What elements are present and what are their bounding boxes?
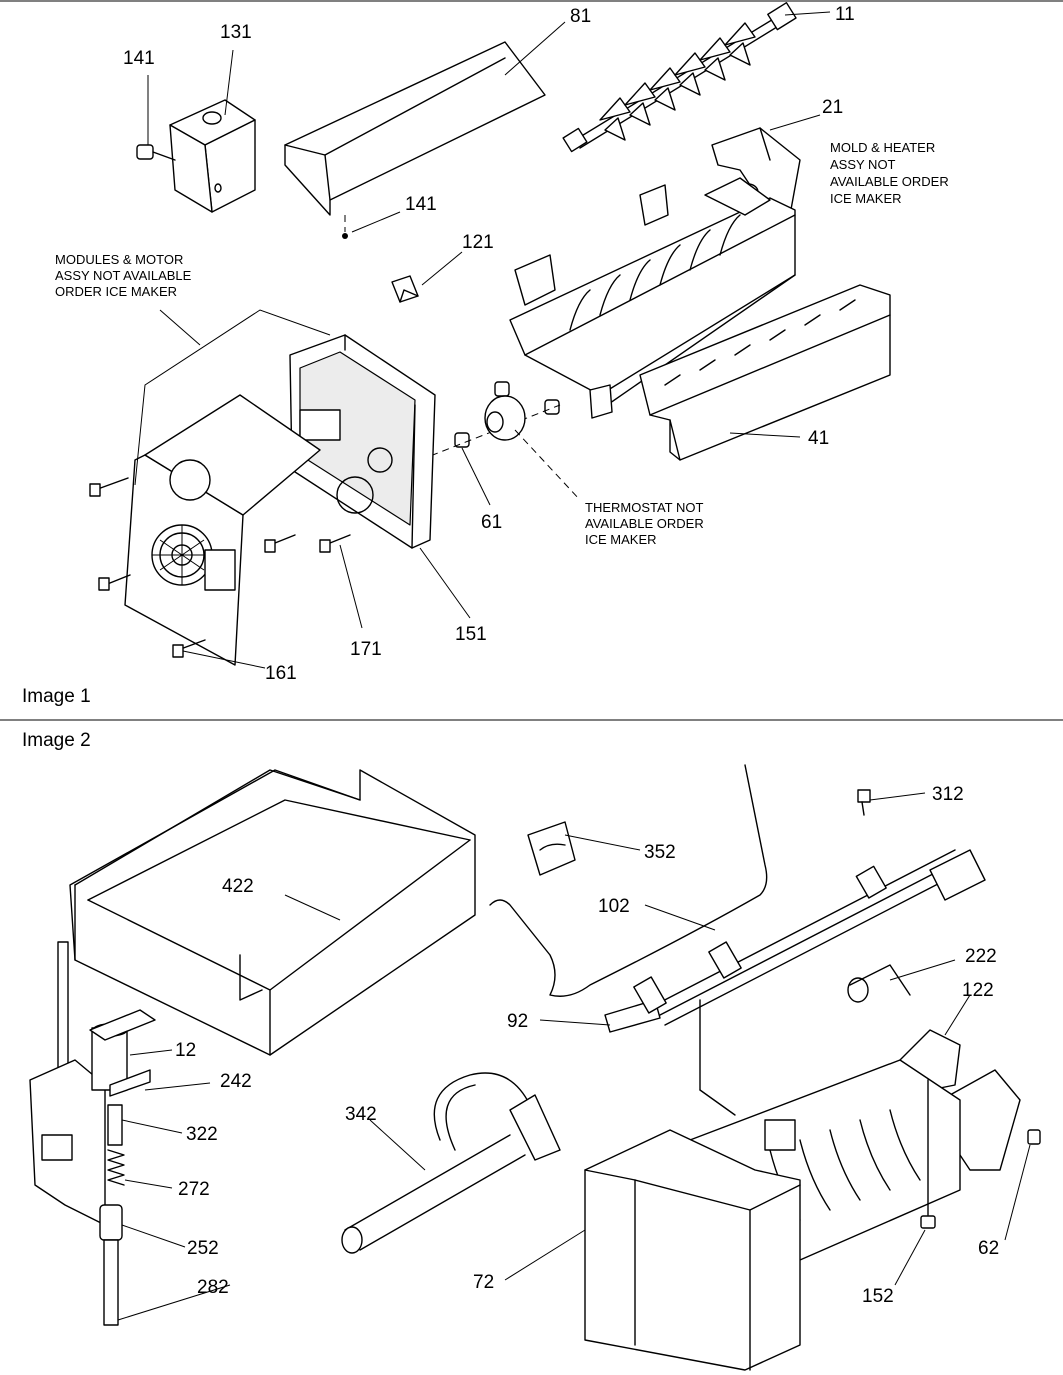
part-61-pin xyxy=(419,381,561,461)
modules-and-motor-assembly xyxy=(124,394,321,666)
callout-61: 61 xyxy=(481,512,502,533)
callout-122: 122 xyxy=(962,980,994,1001)
callout-81: 81 xyxy=(570,6,591,27)
caption-image-1: Image 1 xyxy=(22,686,91,707)
part-312-screw xyxy=(857,789,871,816)
callout-242: 242 xyxy=(220,1071,252,1092)
part-102-shut-off-arm xyxy=(489,764,768,997)
thermostat xyxy=(484,395,526,441)
callout-92: 92 xyxy=(507,1011,528,1032)
note-modules-line-1: MODULES & MOTOR xyxy=(55,252,183,267)
part-72-front-cover xyxy=(584,1129,801,1371)
part-11-ejector-shaft xyxy=(562,2,797,153)
part-81-shield-cover xyxy=(284,41,546,216)
part-322-plunger xyxy=(107,1104,123,1146)
callout-272: 272 xyxy=(178,1179,210,1200)
callout-121: 121 xyxy=(462,232,494,253)
part-272-spring xyxy=(107,1149,125,1186)
callout-151: 151 xyxy=(455,624,487,645)
note-mold-line-4: ICE MAKER xyxy=(830,191,902,206)
callouts-image-1: 81 11 131 141 141 21 121 41 61 151 171 1… xyxy=(22,4,949,707)
callout-21: 21 xyxy=(822,97,843,118)
callout-131: 131 xyxy=(220,22,252,43)
caption-image-2: Image 2 xyxy=(22,730,91,751)
part-12-water-valve xyxy=(29,941,156,1226)
part-342-fill-tube xyxy=(341,1072,561,1254)
note-mold-line-1: MOLD & HEATER xyxy=(830,140,935,155)
part-252-nut xyxy=(99,1204,123,1241)
note-mold-line-3: AVAILABLE ORDER xyxy=(830,174,949,189)
part-222-clip xyxy=(847,964,911,1003)
part-121-clip xyxy=(391,275,419,303)
part-41-fill-cup xyxy=(639,284,891,461)
leader-lines-image-1 xyxy=(134,11,831,669)
note-modules-line-2: ASSY NOT AVAILABLE xyxy=(55,268,192,283)
callout-312: 312 xyxy=(932,784,964,805)
part-141-screw-top xyxy=(136,144,176,161)
callout-252: 252 xyxy=(187,1238,219,1259)
callout-102: 102 xyxy=(598,896,630,917)
callout-422: 422 xyxy=(222,876,254,897)
note-mold-line-2: ASSY NOT xyxy=(830,157,896,172)
part-131-bracket xyxy=(169,99,256,213)
callout-161: 161 xyxy=(265,663,297,684)
callouts-image-2: 312 352 102 422 222 122 92 12 242 322 34… xyxy=(175,784,999,1307)
part-422-ice-bin xyxy=(69,769,476,1056)
callout-11: 11 xyxy=(835,4,855,25)
thermostat-leader xyxy=(514,429,581,501)
callout-72: 72 xyxy=(473,1272,494,1293)
callout-141-top: 141 xyxy=(123,48,155,69)
image-1-ice-maker-assembly: 81 11 131 141 141 21 121 41 61 151 171 1… xyxy=(22,2,949,707)
callout-352: 352 xyxy=(644,842,676,863)
part-151-housing xyxy=(289,334,436,549)
note-modules-line-3: ORDER ICE MAKER xyxy=(55,284,177,299)
callout-141-mid: 141 xyxy=(405,194,437,215)
callout-12: 12 xyxy=(175,1040,196,1061)
part-352-clip xyxy=(527,821,576,876)
part-62-fastener xyxy=(1027,1129,1041,1145)
callout-322: 322 xyxy=(186,1124,218,1145)
image-2-ice-maker-components: Image 2 xyxy=(22,730,1041,1371)
note-thermostat-line-2: AVAILABLE ORDER xyxy=(585,516,704,531)
part-92-wire-harness xyxy=(604,849,986,1033)
callout-282: 282 xyxy=(197,1277,229,1298)
mold-and-heater-assembly xyxy=(509,177,796,419)
callout-62: 62 xyxy=(978,1238,999,1259)
callout-222: 222 xyxy=(965,946,997,967)
screw-set-image-1 xyxy=(89,477,351,658)
part-282-fill-tube xyxy=(103,1239,119,1326)
part-141-screw-small xyxy=(342,233,348,239)
note-thermostat-line-3: ICE MAKER xyxy=(585,532,657,547)
part-152-screw xyxy=(920,1079,936,1229)
leader-lines-image-2 xyxy=(117,792,1031,1321)
note-thermostat-line-1: THERMOSTAT NOT xyxy=(585,500,704,515)
callout-152: 152 xyxy=(862,1286,894,1307)
callout-342: 342 xyxy=(345,1104,377,1125)
callout-171: 171 xyxy=(350,639,382,660)
callout-41: 41 xyxy=(808,428,829,449)
